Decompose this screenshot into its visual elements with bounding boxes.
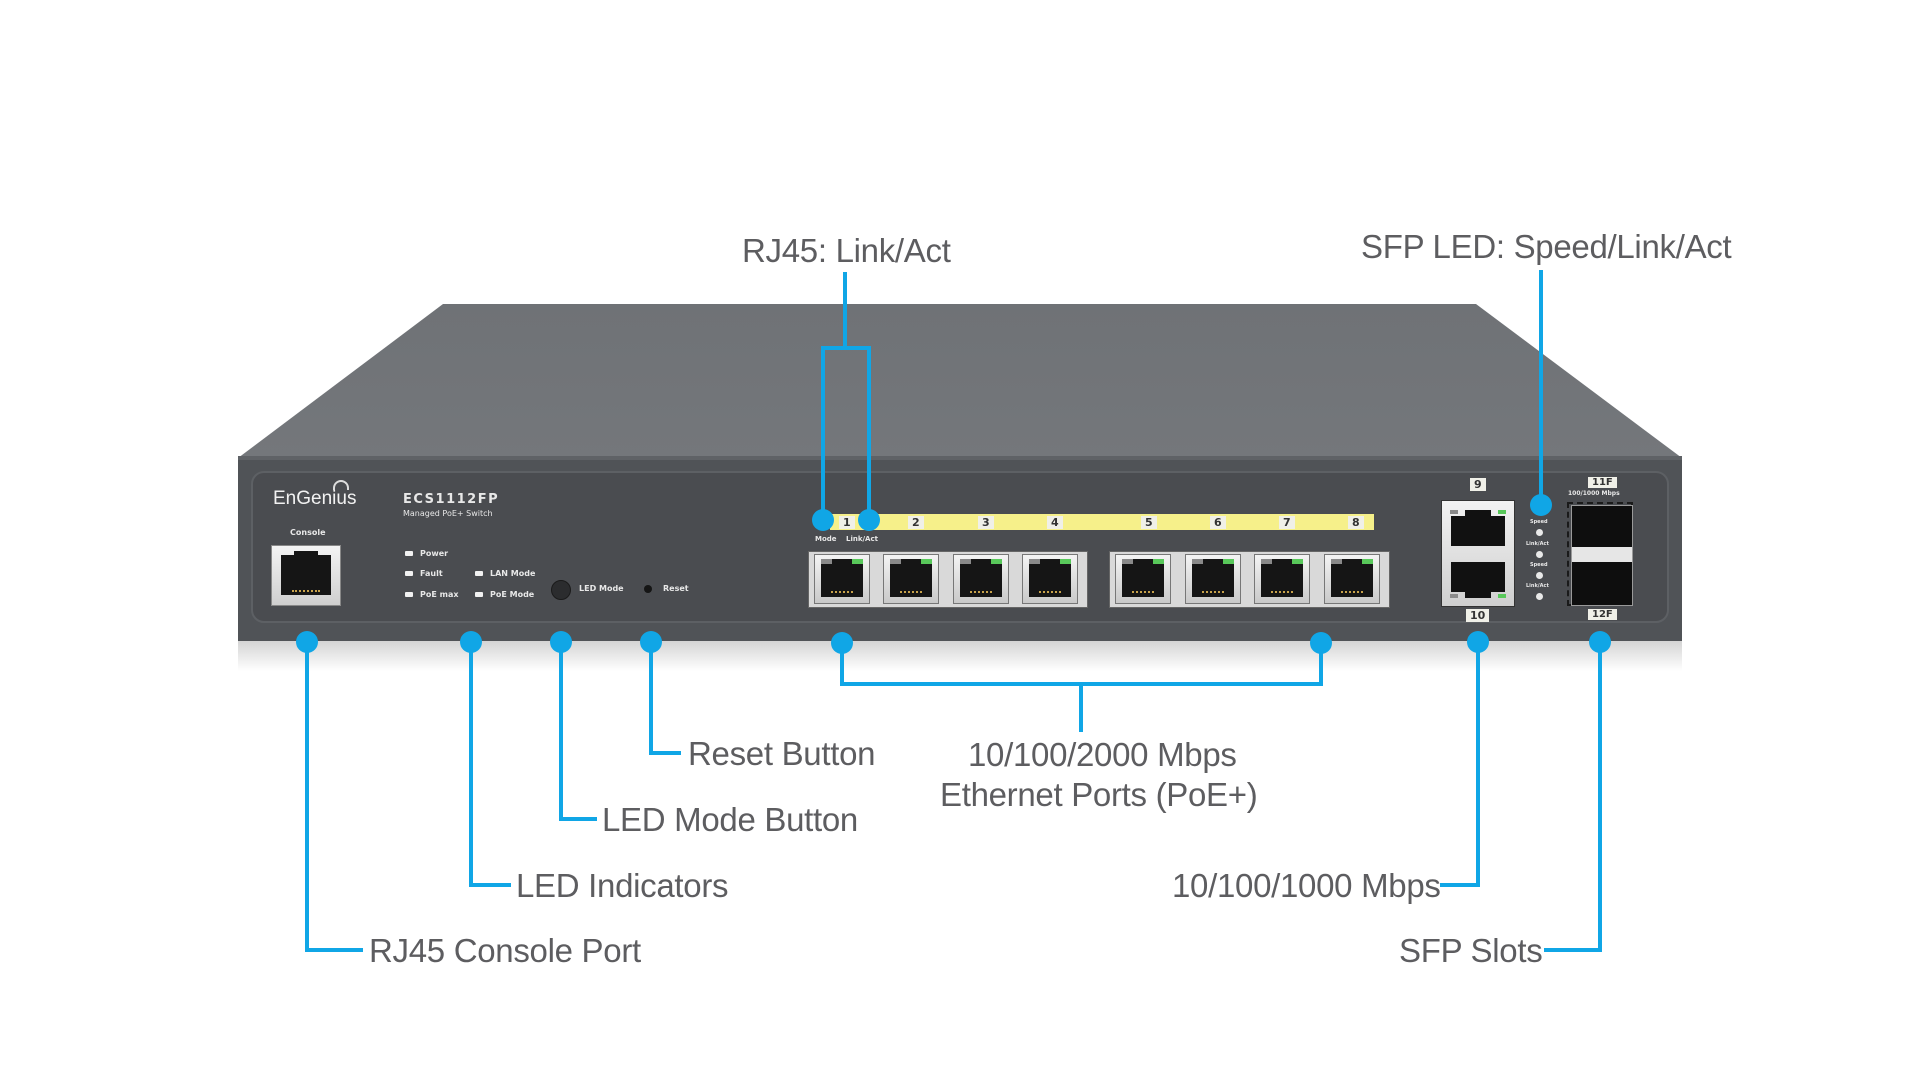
port-number-6: 6 (1210, 516, 1226, 529)
ethernet-port-7[interactable] (1254, 554, 1310, 604)
connector-ethernet-right (1319, 643, 1323, 686)
connector-console-horizontal (305, 948, 363, 952)
callout-rj45-link-act: RJ45: Link/Act (742, 232, 951, 269)
led-lan-mode-label: LAN Mode (490, 569, 536, 578)
console-port[interactable] (271, 545, 341, 606)
led-mode-button[interactable] (551, 580, 571, 600)
led-poe-mode (475, 592, 483, 597)
led-power-label: Power (420, 549, 449, 558)
connector-gig-vertical (1476, 642, 1480, 887)
callout-sfp-slots: SFP Slots (1399, 932, 1543, 969)
connector-sfp-led (1539, 270, 1543, 505)
console-label: Console (290, 528, 326, 537)
sfp-divider (1571, 547, 1633, 562)
led-power (405, 551, 413, 556)
sfp-led-label-3: Speed (1530, 562, 1548, 568)
marker-port-link-led (858, 509, 880, 531)
ethernet-port-3[interactable] (953, 554, 1009, 604)
connector-sfp-horizontal (1544, 948, 1602, 952)
connector-ethernet-stem (1079, 682, 1083, 732)
port-number-8: 8 (1348, 516, 1364, 529)
led-fault-label: Fault (420, 569, 443, 578)
switch-top-surface (238, 304, 1682, 458)
port-number-2: 2 (908, 516, 924, 529)
sfp-led-3 (1536, 572, 1543, 579)
connector-led-mode-vertical (559, 642, 563, 821)
callout-console-port: RJ45 Console Port (369, 932, 641, 969)
port-number-strip (830, 514, 1374, 530)
switch-shadow (238, 641, 1682, 671)
connector-rj45-bracket-top (821, 346, 871, 350)
connector-console-vertical (305, 642, 309, 952)
callout-sfp-led: SFP LED: Speed/Link/Act (1361, 228, 1732, 265)
connector-reset-vertical (649, 642, 653, 755)
model-name: ECS1112FP (403, 492, 500, 507)
ethernet-port-5[interactable] (1115, 554, 1171, 604)
sfp-led-2 (1536, 551, 1543, 558)
reset-button[interactable] (644, 585, 652, 593)
callout-ethernet-line1: 10/100/2000 Mbps (968, 736, 1237, 773)
callout-ethernet-line2: Ethernet Ports (PoE+) (940, 776, 1258, 813)
reset-label: Reset (663, 584, 689, 593)
sfp-slot-12f[interactable] (1571, 562, 1633, 606)
port-number-4: 4 (1047, 516, 1063, 529)
connector-reset-horizontal (649, 751, 681, 755)
port-number-7: 7 (1279, 516, 1295, 529)
sfp-led-label-1: Speed (1530, 519, 1548, 525)
port-led-link-act-label: Link/Act (846, 535, 878, 543)
ethernet-port-10[interactable] (1450, 562, 1506, 600)
ethernet-port-1[interactable] (814, 554, 870, 604)
port-number-10: 10 (1466, 609, 1490, 622)
port-number-5: 5 (1141, 516, 1157, 529)
sfp-led-label-2: Link/Act (1526, 541, 1549, 547)
callout-led-mode-button: LED Mode Button (602, 801, 858, 838)
sfp-led-label-4: Link/Act (1526, 583, 1549, 589)
sfp-slot-11f[interactable] (1571, 505, 1633, 547)
connector-ethernet-left (840, 643, 844, 686)
led-mode-label: LED Mode (579, 584, 624, 593)
callout-gig-ports: 10/100/1000 Mbps (1172, 867, 1441, 904)
port-number-1: 1 (839, 516, 855, 529)
led-poe-max-label: PoE max (420, 590, 459, 599)
sfp-led-1 (1536, 529, 1543, 536)
port-led-mode-label: Mode (815, 535, 837, 543)
ethernet-port-6[interactable] (1185, 554, 1241, 604)
callout-led-indicators: LED Indicators (516, 867, 729, 904)
ethernet-port-2[interactable] (883, 554, 939, 604)
ethernet-port-4[interactable] (1022, 554, 1078, 604)
connector-rj45-bracket-left (821, 346, 825, 520)
connector-gig-horizontal (1440, 883, 1480, 887)
connector-led-indicators-vertical (469, 642, 473, 887)
connector-sfp-vertical (1598, 642, 1602, 952)
ethernet-port-9[interactable] (1450, 508, 1506, 546)
sfp-led-4 (1536, 593, 1543, 600)
sfp-number-11f: 11F (1588, 477, 1617, 488)
sfp-speed-label: 100/1000 Mbps (1568, 490, 1620, 497)
led-poe-max (405, 592, 413, 597)
connector-led-mode-horizontal (559, 817, 597, 821)
led-lan-mode (475, 571, 483, 576)
wifi-icon (333, 480, 349, 490)
port-number-9: 9 (1470, 478, 1486, 491)
led-poe-mode-label: PoE Mode (490, 590, 535, 599)
connector-rj45-bracket-right (867, 346, 871, 520)
callout-reset-button: Reset Button (688, 735, 876, 772)
model-subtitle: Managed PoE+ Switch (403, 509, 493, 518)
marker-port-mode-led (812, 509, 834, 531)
port-number-3: 3 (978, 516, 994, 529)
connector-rj45-link-act-stem (843, 272, 847, 349)
ethernet-port-8[interactable] (1324, 554, 1380, 604)
marker-sfp-led (1530, 494, 1552, 516)
led-fault (405, 571, 413, 576)
sfp-number-12f: 12F (1588, 609, 1617, 620)
brand-logo: EnGenius (273, 488, 357, 509)
connector-led-indicators-horizontal (469, 883, 511, 887)
